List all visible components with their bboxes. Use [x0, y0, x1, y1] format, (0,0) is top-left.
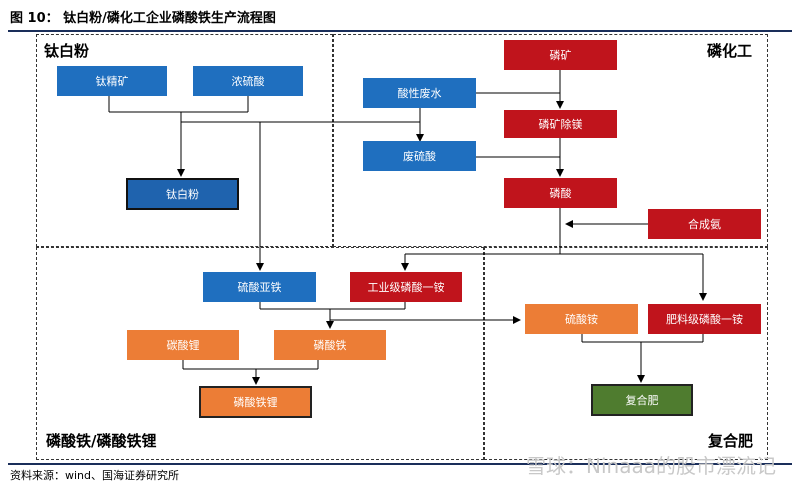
- figure-source: 资料来源：wind、国海证券研究所: [10, 469, 180, 482]
- node-lfp: 磷酸铁锂: [199, 386, 312, 418]
- node-compound-fertilizer: 复合肥: [591, 384, 693, 416]
- node-ilmenite: 钛精矿: [57, 66, 167, 96]
- node-waste-sulfuric-acid: 废硫酸: [363, 141, 476, 171]
- node-fertilizer-map: 肥料级磷酸一铵: [648, 304, 761, 334]
- node-phosphoric-acid: 磷酸: [504, 178, 617, 208]
- region-label-fertilizer: 复合肥: [708, 432, 754, 450]
- region-phosphorus: [333, 34, 768, 247]
- top-rule: [8, 30, 792, 32]
- region-label-titanium: 钛白粉: [44, 42, 90, 60]
- node-synthetic-ammonia: 合成氨: [648, 209, 761, 239]
- node-ammonium-sulfate: 硫酸铵: [525, 304, 638, 334]
- bottom-rule: [8, 463, 792, 465]
- node-titanium-dioxide: 钛白粉: [126, 178, 239, 210]
- region-label-lfp: 磷酸铁/磷酸铁锂: [46, 432, 157, 450]
- node-ferrous-sulfate: 硫酸亚铁: [203, 272, 316, 302]
- watermark: 雪球：Ninaaa的股市漂流记: [526, 454, 776, 478]
- node-phosphate-rock: 磷矿: [504, 40, 617, 70]
- region-fertilizer: [484, 247, 768, 460]
- figure-title: 图 10： 钛白粉/磷化工企业磷酸铁生产流程图: [10, 11, 276, 26]
- node-acidic-wastewater: 酸性废水: [363, 78, 476, 108]
- region-titanium: [36, 34, 333, 247]
- node-industrial-map: 工业级磷酸一铵: [350, 272, 462, 302]
- node-iron-phosphate: 磷酸铁: [274, 330, 386, 360]
- node-sulfuric-acid: 浓硫酸: [193, 66, 303, 96]
- node-lithium-carbonate: 碳酸锂: [127, 330, 239, 360]
- region-label-phosphorus: 磷化工: [707, 42, 753, 60]
- node-phosphate-demag: 磷矿除镁: [504, 110, 617, 138]
